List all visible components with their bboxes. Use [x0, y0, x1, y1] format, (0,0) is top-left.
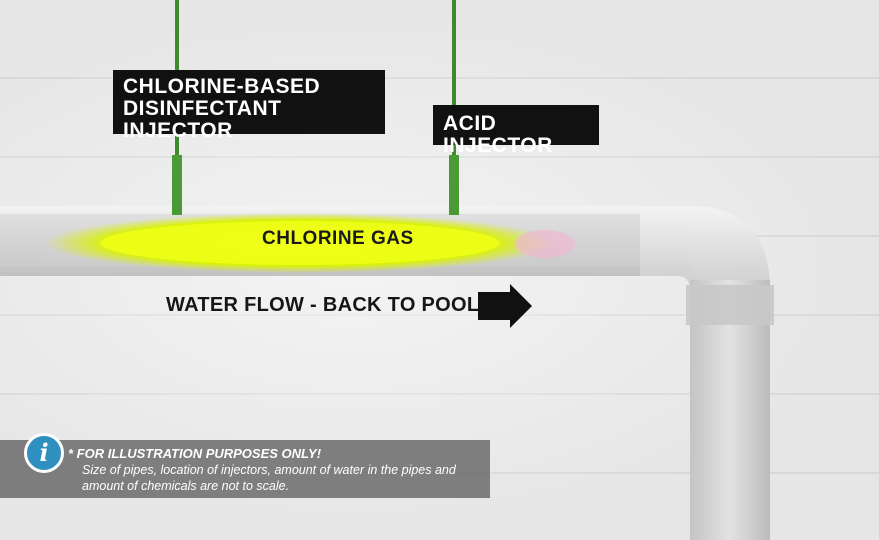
chlorine-gas-label: CHLORINE GAS [262, 228, 414, 249]
chlorine-injector-nozzle [172, 155, 182, 215]
acid-injector-nozzle [449, 155, 459, 215]
chlorine-injector-label: CHLORINE-BASED DISINFECTANT INJECTOR [113, 70, 385, 142]
water-flow-label: WATER FLOW - BACK TO POOL [166, 294, 480, 316]
acid-mist [515, 230, 575, 258]
flow-arrow-icon [478, 284, 532, 328]
disclaimer-title: * FOR ILLUSTRATION PURPOSES ONLY! [68, 446, 322, 461]
acid-injector-label: ACID INJECTOR [433, 105, 599, 157]
disclaimer-box [0, 440, 490, 498]
disclaimer-text: Size of pipes, location of injectors, am… [82, 463, 456, 493]
chlorine-gas-core [100, 221, 500, 265]
acid-injector-line [452, 0, 456, 160]
vertical-pipe-collar [686, 285, 774, 325]
info-icon: i [24, 433, 64, 473]
